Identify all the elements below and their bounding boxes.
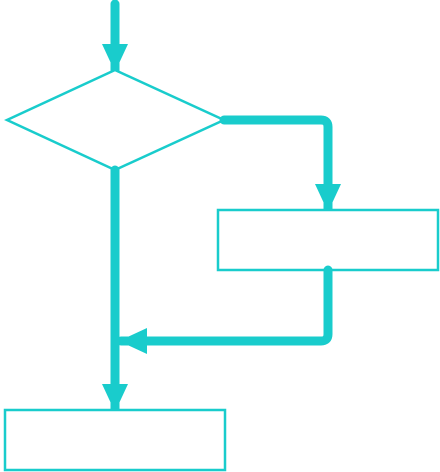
bottom-process-box <box>3 408 227 472</box>
right-process-box <box>216 208 440 272</box>
decision-diamond <box>4 68 227 172</box>
right-process-return-arrow <box>116 265 333 354</box>
decision-to-right-process-arrow <box>219 115 341 215</box>
